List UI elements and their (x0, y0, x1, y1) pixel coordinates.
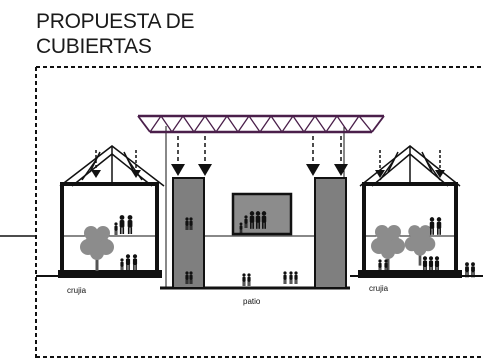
site-frame (35, 66, 483, 360)
label-crujia-left: crujia (67, 286, 87, 295)
arrow-head-2 (198, 164, 212, 176)
right-arrow-head-1 (375, 170, 385, 178)
left-crujia (58, 145, 165, 278)
arrow-head-4 (334, 164, 348, 176)
right-crujia (358, 145, 475, 278)
title-line-2: CUBIERTAS (36, 35, 152, 58)
left-arrow-head-1 (91, 170, 101, 178)
central-down-arrows (177, 136, 342, 166)
left-tree (80, 226, 114, 271)
label-patio: patio (243, 297, 261, 306)
arrow-head-1 (171, 164, 185, 176)
right-arrow-head-2 (435, 170, 445, 178)
diagram-title: PROPUESTA DE CUBIERTAS (36, 9, 195, 59)
left-arrow-head-2 (131, 170, 141, 178)
left-people (114, 215, 138, 271)
left-crujia-walls (60, 182, 159, 278)
roof-space-truss (137, 114, 385, 134)
label-crujia-right: crujia (369, 284, 389, 293)
right-down-arrows (379, 150, 441, 172)
left-gable-truss (59, 145, 165, 187)
right-gable-truss (359, 145, 461, 187)
arrow-head-3 (306, 164, 320, 176)
central-structure (137, 114, 385, 289)
right-column (314, 177, 347, 289)
left-down-arrows (95, 150, 137, 172)
left-column (172, 177, 205, 289)
title-line-1: PROPUESTA DE (36, 10, 195, 33)
